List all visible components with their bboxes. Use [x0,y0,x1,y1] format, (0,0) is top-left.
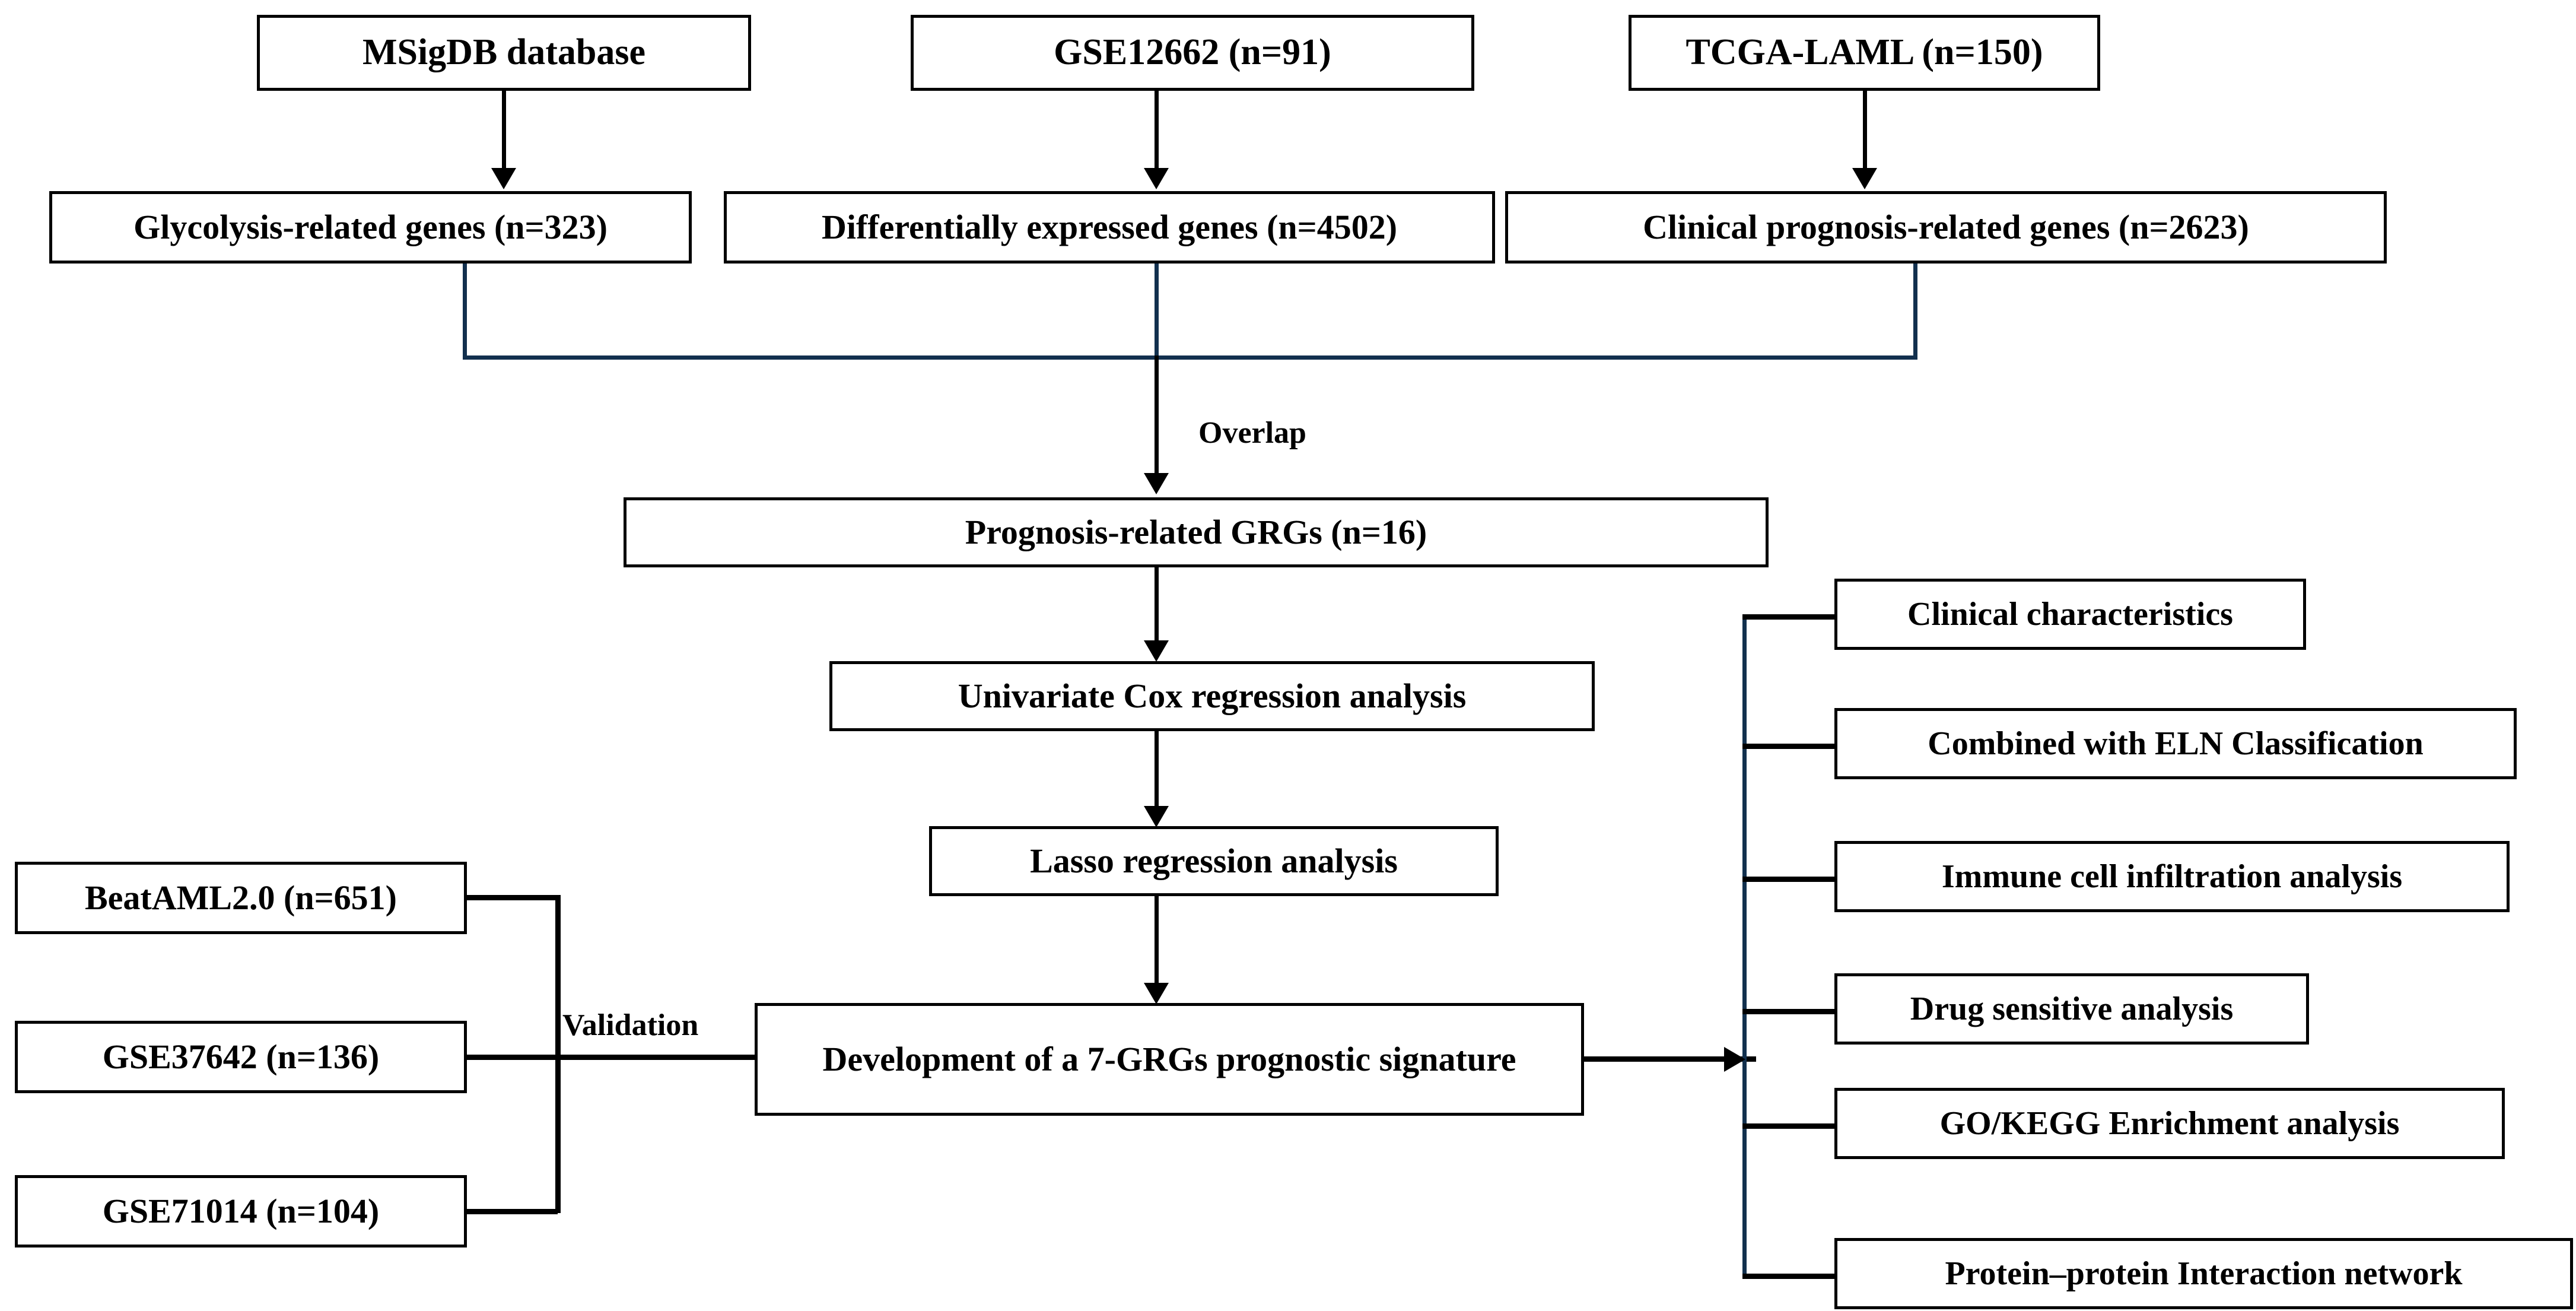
node-label: Immune cell infiltration analysis [1941,858,2403,895]
node-protein-protein-interaction-network[interactable]: Protein–protein Interaction network [1834,1238,2573,1309]
node-label: Clinical characteristics [1907,595,2233,633]
node-gse12662[interactable]: GSE12662 (n=91) [911,15,1474,91]
node-drug-sensitive-analysis[interactable]: Drug sensitive analysis [1834,973,2309,1045]
node-lasso-regression[interactable]: Lasso regression analysis [929,826,1499,896]
validation-stub-gse71014 [467,1209,558,1214]
node-label: Clinical prognosis-related genes (n=2623… [1643,207,2249,246]
node-gse37642[interactable]: GSE37642 (n=136) [15,1021,467,1093]
node-label: Development of a 7-GRGs prognostic signa… [822,1039,1516,1078]
validation-stub-beataml [467,895,558,900]
node-immune-cell-infiltration-analysis[interactable]: Immune cell infiltration analysis [1834,841,2510,912]
arrowhead-tcga [1852,168,1877,189]
node-go-kegg-enrichment-analysis[interactable]: GO/KEGG Enrichment analysis [1834,1088,2505,1159]
edge-grgs-to-cox [1155,567,1159,642]
node-clinical-characteristics[interactable]: Clinical characteristics [1834,579,2306,650]
edge-label-validation: Validation [562,1008,699,1042]
node-label: Glycolysis-related genes (n=323) [133,207,608,246]
edge-gse12662-to-deg [1155,91,1159,169]
arrowhead-gse12662 [1144,168,1169,189]
stub-eln-classification [1742,744,1836,749]
node-label: Drug sensitive analysis [1910,990,2234,1027]
arrowhead-downstream [1724,1047,1745,1072]
node-label: Combined with ELN Classification [1928,725,2424,762]
downstream-trunk [1742,614,1747,1278]
node-label: MSigDB database [362,32,646,73]
node-msigdb-database[interactable]: MSigDB database [257,15,751,91]
bus-drop-left [463,264,467,360]
bus-drop-middle [1155,264,1159,360]
stub-immune-infiltration [1742,877,1836,882]
node-label: Prognosis-related GRGs (n=16) [965,512,1427,551]
arrowhead-overlap [1144,473,1169,494]
node-label: BeatAML2.0 (n=651) [85,878,397,917]
bus-drop-right [1913,264,1917,360]
node-clinical-prognosis-related-genes[interactable]: Clinical prognosis-related genes (n=2623… [1505,191,2387,264]
node-label: GSE71014 (n=104) [102,1191,380,1230]
node-label: GSE12662 (n=91) [1054,32,1331,73]
stub-drug-sensitive [1742,1009,1836,1014]
node-development-7grgs-signature[interactable]: Development of a 7-GRGs prognostic signa… [755,1003,1584,1116]
node-label: GO/KEGG Enrichment analysis [1939,1104,2400,1142]
edge-tcga-to-clinical [1863,91,1867,169]
node-label: Lasso regression analysis [1030,841,1398,880]
node-prognosis-related-grgs[interactable]: Prognosis-related GRGs (n=16) [624,497,1769,567]
arrowhead-msigdb [491,168,516,189]
node-univariate-cox-regression[interactable]: Univariate Cox regression analysis [829,661,1595,731]
edge-development-to-downstream [1584,1056,1756,1062]
arrowhead-lasso [1144,806,1169,827]
merge-bus-bar [463,355,1917,360]
node-label: Differentially expressed genes (n=4502) [821,207,1398,246]
node-label: TCGA-LAML (n=150) [1685,32,2043,73]
node-gse71014[interactable]: GSE71014 (n=104) [15,1175,467,1247]
node-differentially-expressed-genes[interactable]: Differentially expressed genes (n=4502) [724,191,1495,264]
node-tcga-laml[interactable]: TCGA-LAML (n=150) [1629,15,2100,91]
node-label: Univariate Cox regression analysis [958,676,1467,715]
node-beataml2[interactable]: BeatAML2.0 (n=651) [15,862,467,934]
arrowhead-cox [1144,640,1169,662]
edge-label-overlap: Overlap [1198,416,1306,450]
node-label: Protein–protein Interaction network [1945,1255,2463,1292]
stub-clinical-characteristics [1742,614,1836,620]
stub-go-kegg [1742,1123,1836,1129]
arrowhead-development [1144,983,1169,1004]
node-glycolysis-related-genes[interactable]: Glycolysis-related genes (n=323) [49,191,692,264]
node-label: GSE37642 (n=136) [102,1037,380,1076]
validation-trunk [555,895,561,1213]
edge-cox-to-lasso [1155,731,1159,807]
edge-lasso-to-development [1155,896,1159,984]
stub-ppi-network [1742,1274,1836,1279]
edge-overlap [1155,355,1159,474]
node-combined-with-eln-classification[interactable]: Combined with ELN Classification [1834,708,2517,779]
edge-msigdb-to-glycolysis [502,91,506,169]
